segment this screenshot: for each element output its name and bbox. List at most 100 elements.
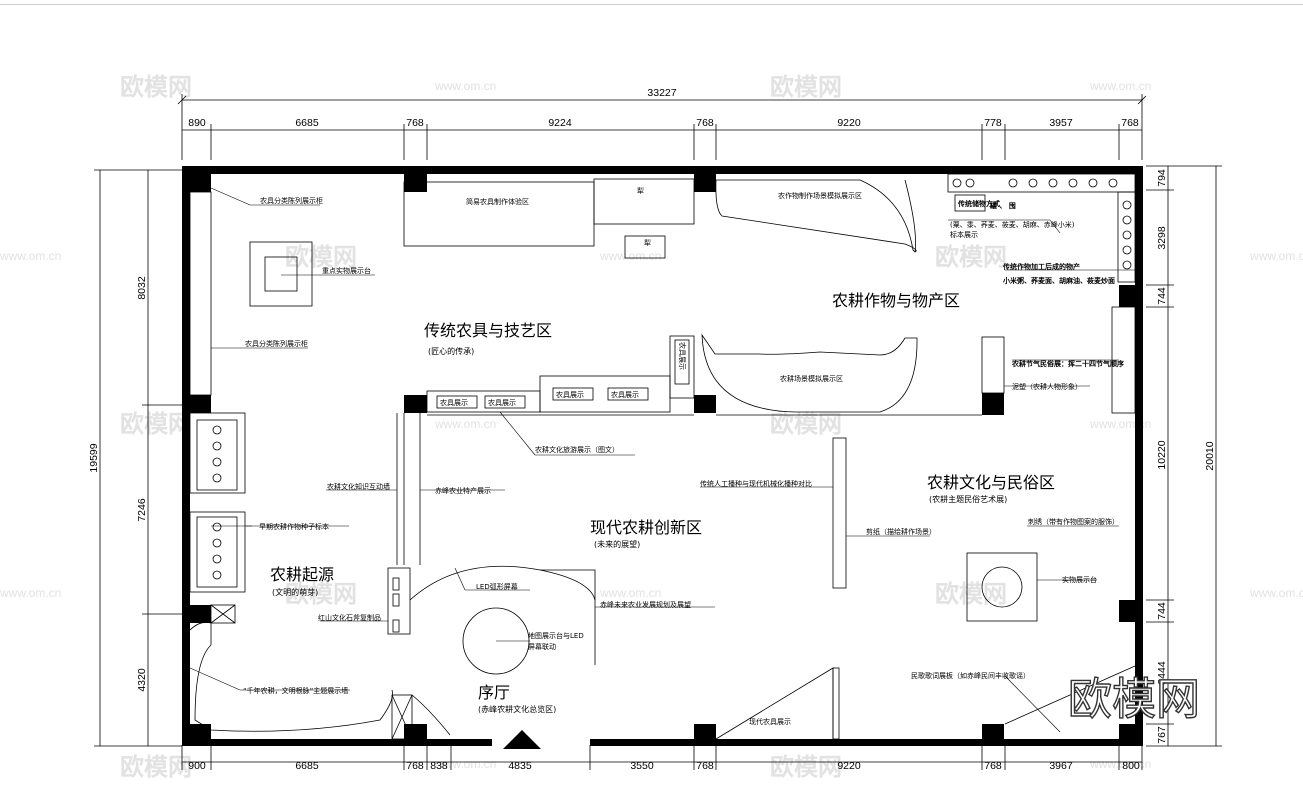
watermark-url: www.om.cn [434, 757, 496, 771]
label: 犁 [644, 238, 651, 247]
label: 传统人工播种与现代机械化播种对比 [700, 479, 812, 488]
label: 赤峰农业特产展示 [435, 486, 491, 495]
dim-top: 9224 [548, 117, 572, 129]
watermark-url: www.om.cn [1089, 79, 1151, 93]
watermark: 欧模网 [120, 73, 192, 101]
dim-top: 6685 [295, 117, 319, 129]
label: 传统作物加工后成的物产 [1002, 262, 1080, 271]
dim-right: 794 [1156, 169, 1168, 187]
label: 地图展示台与LED [528, 631, 584, 640]
watermark-url: www.om.cn [0, 249, 61, 263]
dim-left: 7246 [136, 498, 148, 522]
label: 农具分类陈列展示柜 [260, 196, 323, 205]
zone-subtitle: (文明的萌芽) [272, 587, 318, 597]
furniture [189, 173, 1136, 740]
dim-right: 10220 [1156, 440, 1168, 469]
dim-top-total: 33227 [647, 87, 676, 99]
dim-top: 3957 [1049, 117, 1073, 129]
label: 红山文化石斧复制品 [318, 613, 381, 622]
label: 农具分类陈列展示柜 [245, 339, 308, 348]
watermark-url: www.om.cn [434, 417, 496, 431]
watermark: 欧模网 [770, 753, 842, 781]
label: 泥塑（农耕人物形象） [1012, 382, 1082, 391]
zone-title: 农耕作物与物产区 [832, 291, 960, 310]
watermark-url: www.om.cn [1249, 249, 1303, 263]
dim-bottom: 800 [1122, 760, 1140, 772]
top-border-line [0, 4, 1303, 5]
dim-left-total: 19599 [88, 443, 100, 472]
label: 农耕节气民俗展：挥二十四节气顺序 [1011, 359, 1124, 368]
dimension-labels: 33227 890 6685 768 9224 768 9220 778 395… [88, 87, 1216, 772]
dimension-lines [94, 94, 1222, 770]
watermark: 欧模网 [120, 410, 192, 438]
dim-top: 890 [188, 117, 206, 129]
entrance-arrow [503, 730, 541, 749]
dim-right-total: 20010 [1204, 441, 1216, 470]
label: 屏幕联动 [528, 642, 556, 651]
zone-title: 农耕起源 [270, 565, 334, 584]
label: 简易农具制作体验区 [466, 197, 529, 206]
zone-title: 农耕文化与民俗区 [927, 473, 1055, 492]
dim-top: 768 [406, 117, 424, 129]
watermark-url: www.om.cn [1089, 757, 1151, 771]
dim-right: 2444 [1156, 661, 1168, 685]
watermark-url: www.om.cn [434, 79, 496, 93]
label: 农耕文化知识互动墙 [327, 482, 390, 491]
label: 罐 、 囤 [989, 201, 1016, 210]
label: 现代农具展示 [749, 717, 791, 726]
label: 小米粥、荞麦面、胡麻油、莜麦炒面 [1002, 276, 1115, 285]
dim-bottom: 838 [430, 760, 448, 772]
watermark-logo: 欧模网 [1068, 674, 1200, 725]
watermark: 欧模网 [285, 580, 357, 608]
label: 早期农耕作物种子标本 [259, 522, 329, 531]
watermark: 欧模网 [935, 580, 1007, 608]
dim-right: 744 [1156, 602, 1168, 620]
zone-subtitle: (匠心的传承) [428, 346, 474, 356]
watermark: 欧模网 [935, 243, 1007, 271]
zone-subtitle: (赤峰农耕文化总览区) [478, 704, 556, 714]
dim-top: 768 [1121, 117, 1139, 129]
watermark: 欧模网 [770, 410, 842, 438]
dim-right: 744 [1156, 287, 1168, 305]
zone-subtitle: (农耕主题民俗艺术展) [929, 494, 1007, 504]
zone-subtitle: (未来的展望) [594, 539, 640, 549]
dim-right: 3298 [1156, 226, 1168, 250]
leader-lines [189, 187, 1135, 733]
columns [190, 174, 1135, 739]
dim-top: 9220 [837, 117, 861, 129]
label: 刺绣（带有作物图案的服饰） [1028, 517, 1119, 526]
watermark-url: www.om.cn [0, 586, 61, 600]
label: 犁 [637, 186, 644, 195]
dim-bottom: 768 [406, 760, 424, 772]
label: 农具展示 [678, 342, 687, 370]
dim-bottom: 900 [188, 760, 206, 772]
label: 标本展示 [950, 230, 978, 239]
zone-title: 现代农耕创新区 [590, 518, 702, 537]
watermark: 欧模网 [770, 73, 842, 101]
dim-left: 4320 [136, 668, 148, 692]
label: 农具展示 [440, 398, 468, 407]
label: 重点实物展示台 [322, 266, 371, 275]
dim-right: 767 [1156, 726, 1168, 744]
label: 民歌歌词展板（如赤峰民间丰收歌谣） [911, 671, 1030, 680]
watermark: 欧模网 [120, 753, 192, 781]
watermark-url: www.om.cn [1249, 586, 1303, 600]
dim-bottom: 9220 [837, 760, 861, 772]
label: 农作物制作场景模拟展示区 [778, 191, 862, 200]
label: 农具展示 [488, 398, 516, 407]
watermark-url: www.om.cn [599, 249, 661, 263]
label: 传统储物方式 [957, 199, 1000, 208]
label: 剪纸（描绘耕作场景） [866, 527, 936, 536]
label: LED弧形屏幕 [476, 582, 518, 591]
dim-bottom: 768 [696, 760, 714, 772]
label: 农耕场景模拟展示区 [780, 374, 843, 383]
watermark-url: www.om.cn [599, 586, 661, 600]
dim-bottom: 3550 [630, 760, 654, 772]
label: (粟、黍、荞麦、莜麦、胡麻、赤峰小米) [950, 220, 1075, 229]
watermarks: 欧模网 www.om.cn 欧模网 www.om.cn www.om.cn 欧模… [0, 73, 1303, 781]
label: 农具展示 [556, 390, 584, 399]
zone-titles: 传统农具与技艺区 (匠心的传承) 农耕作物与物产区 现代农耕创新区 (未来的展望… [270, 291, 1055, 714]
dim-top: 778 [984, 117, 1002, 129]
label: 农耕文化旅游展示（图文） [535, 445, 619, 454]
